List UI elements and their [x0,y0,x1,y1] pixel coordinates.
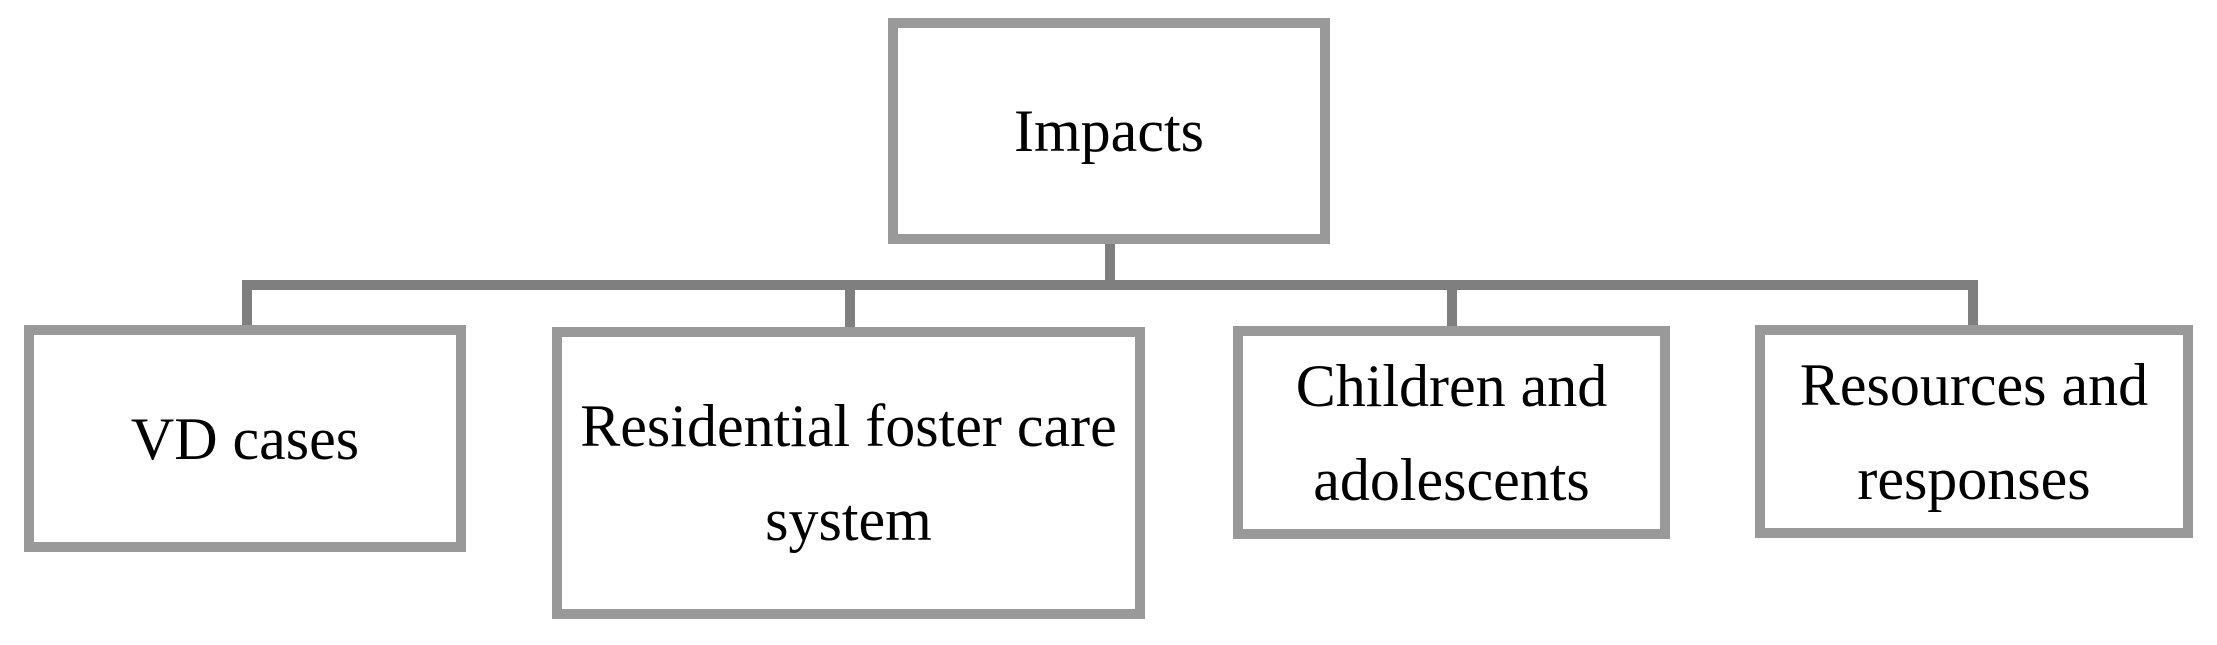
node-residential-foster-care-system-label: Residential foster care system [580,393,1117,553]
node-resources-and-responses-label: Resources and responses [1799,351,2149,512]
node-children-and-adolescents: Children and adolescents [1233,326,1670,539]
node-resources-and-responses: Resources and responses [1755,325,2193,538]
node-vd-cases: VD cases [24,325,466,552]
connector-stem-impacts [1105,244,1115,290]
connector-drop-vd-cases [242,285,252,335]
node-impacts: Impacts [888,18,1330,244]
node-children-and-adolescents-label: Children and adolescents [1295,352,1608,513]
connector-drop-residential-foster-care-system [845,285,855,337]
connector-drop-resources-and-responses [1968,285,1978,335]
node-vd-cases-label: VD cases [130,405,360,472]
node-impacts-label: Impacts [1014,98,1204,164]
connector-horizontal-rail [242,280,1978,290]
connector-drop-children-and-adolescents [1447,285,1457,336]
node-residential-foster-care-system: Residential foster care system [552,327,1145,619]
